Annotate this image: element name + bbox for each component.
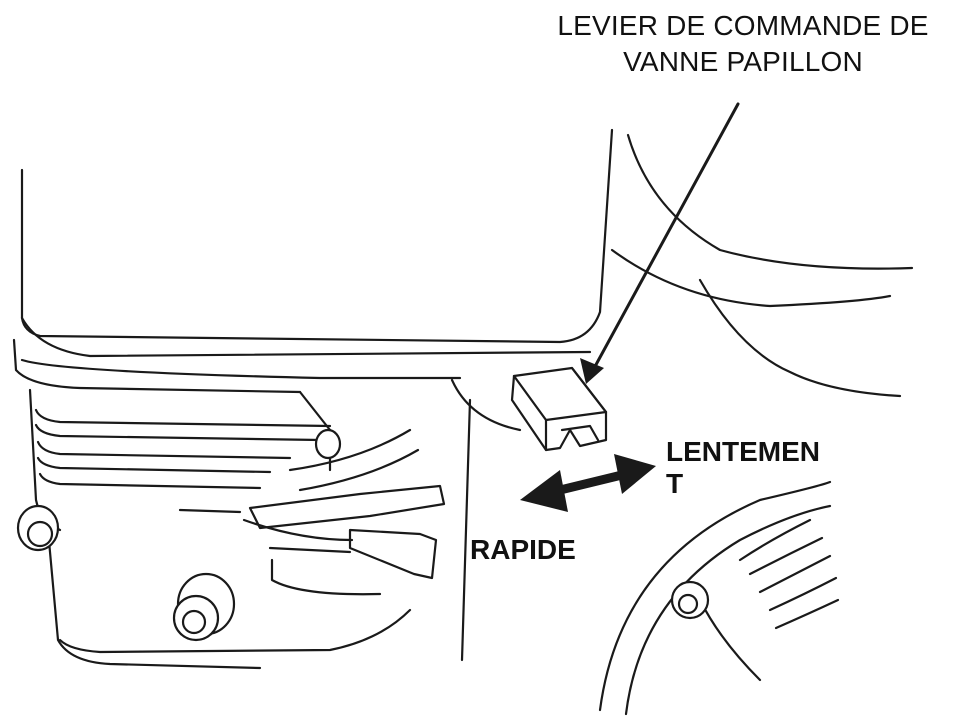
governor-linkage [178,428,446,596]
fuel-tank-housing [12,128,614,394]
throttle-lever [510,366,608,452]
callout-line-1: LEVIER DE COMMANDE DE [557,10,929,41]
bolt-left [16,504,60,552]
bolt-upper [314,428,342,460]
slow-label-text: LENTEMENT [666,436,820,499]
slow-direction-label: LENTEMENT [666,436,846,500]
flywheel-cover [598,480,840,716]
throttle-lever-callout-label: LEVIER DE COMMANDE DE VANNE PAPILLON [528,8,958,80]
fast-label-text: RAPIDE [470,534,576,565]
bolt-bottom [172,572,236,642]
fast-direction-label: RAPIDE [470,534,576,566]
callout-leader-arrow [580,102,740,384]
engine-shroud [450,133,914,432]
direction-double-arrow [520,454,656,512]
housing-edge [460,398,472,662]
callout-line-2: VANNE PAPILLON [623,46,863,77]
